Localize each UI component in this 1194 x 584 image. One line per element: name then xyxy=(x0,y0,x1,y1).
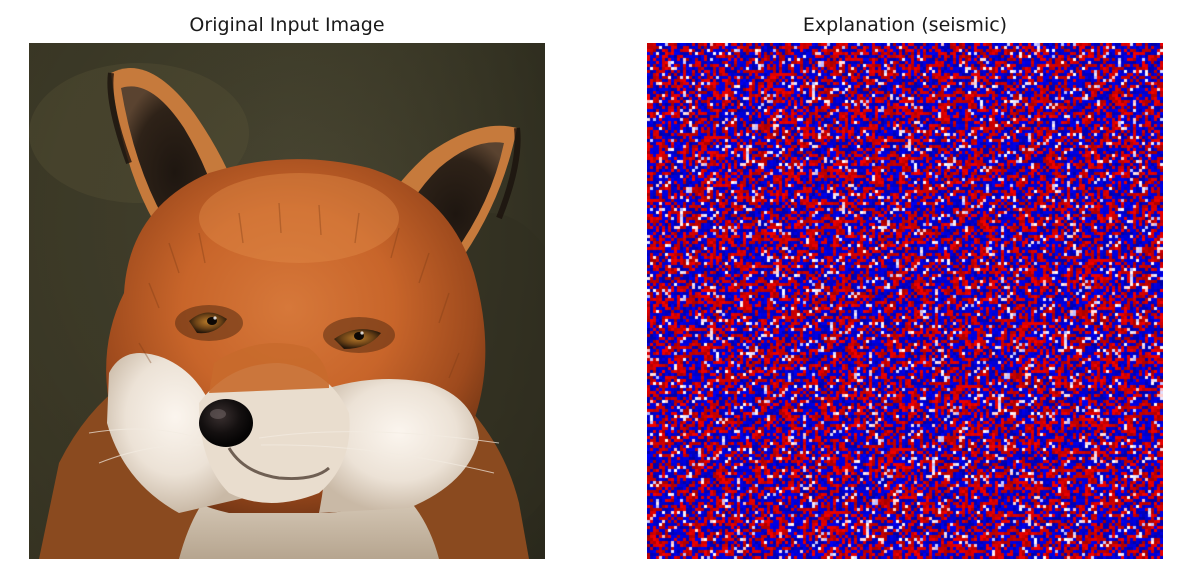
seismic-noise-map xyxy=(647,43,1163,559)
explanation-heatmap xyxy=(647,43,1163,559)
original-input-image xyxy=(29,43,545,559)
fox-photo xyxy=(29,43,545,559)
original-image-title: Original Input Image xyxy=(189,14,385,36)
explanation-title: Explanation (seismic) xyxy=(802,14,1008,36)
